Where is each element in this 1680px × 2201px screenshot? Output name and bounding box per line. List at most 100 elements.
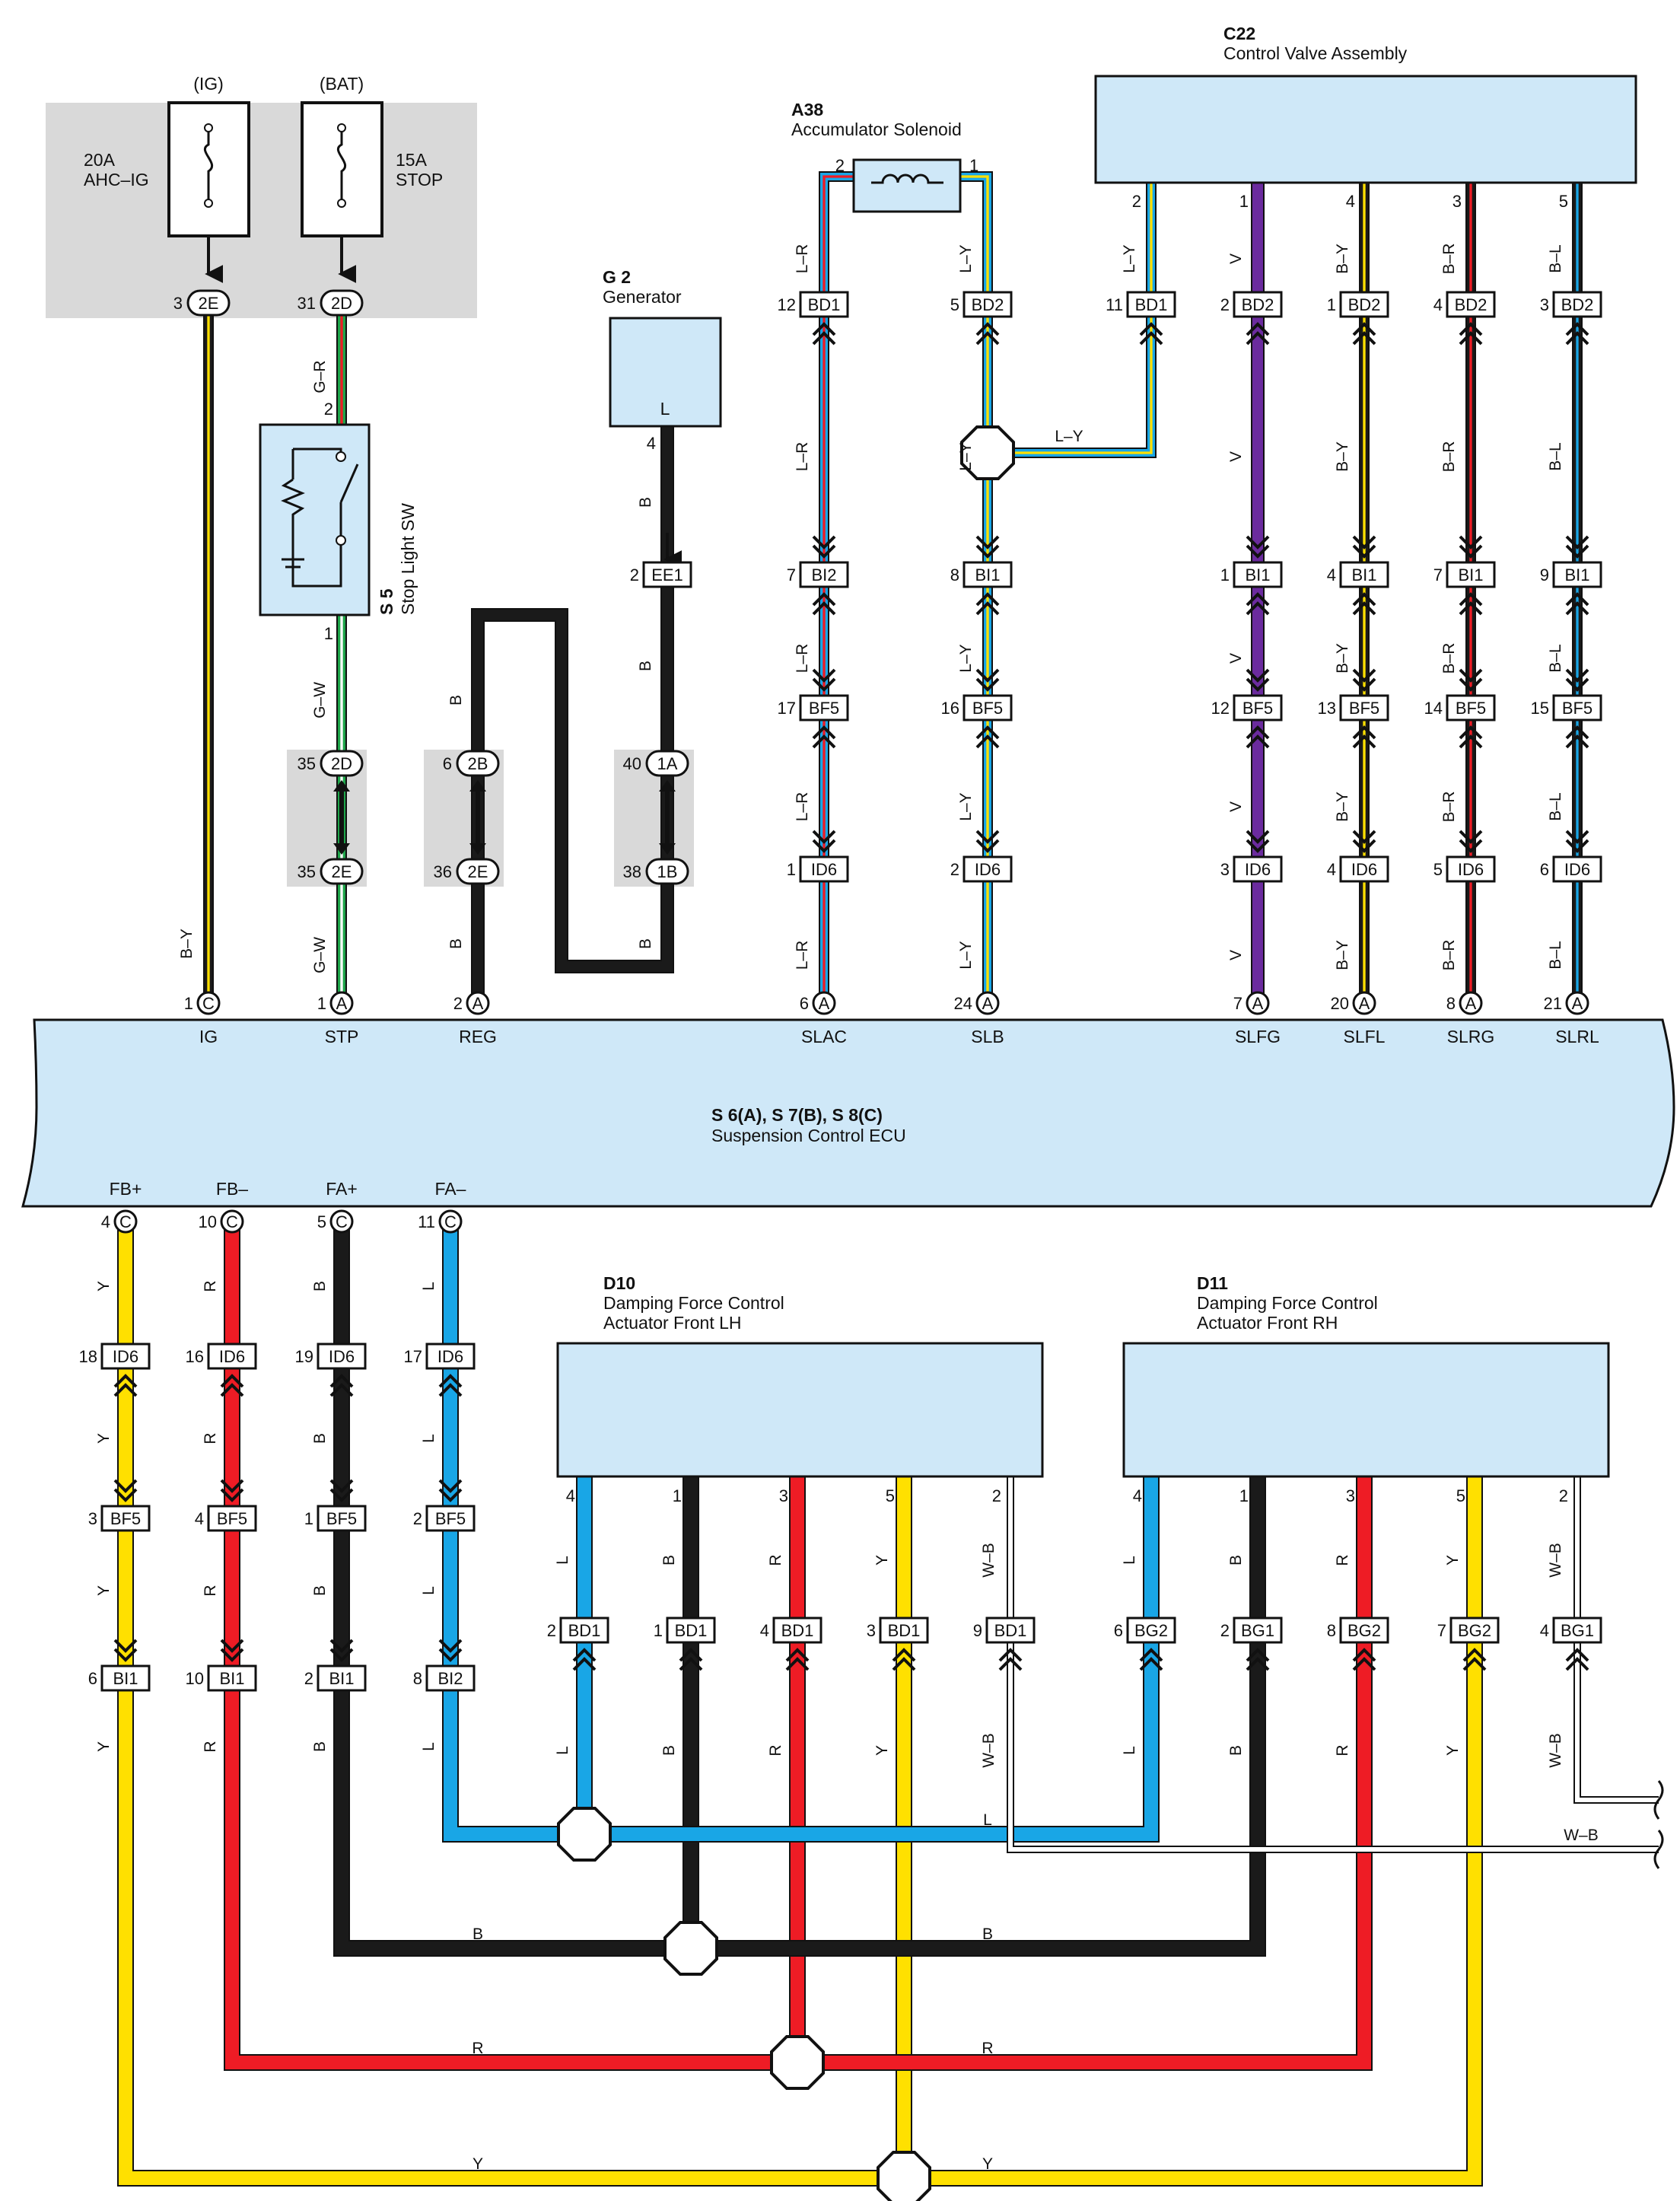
- slrl-chev-2-2: [1565, 734, 1589, 749]
- slfg-chev-1-2: [1246, 601, 1270, 616]
- slrl-conn-3-code: ID6: [1564, 860, 1590, 879]
- fuse-bat-source: (BAT): [320, 74, 364, 94]
- joint-2-bottom-code: 1B: [657, 862, 678, 881]
- accumulator-pin-left: 2: [835, 156, 845, 175]
- generator-code: G 2: [603, 267, 631, 287]
- wire-wb-d10-outline: [1007, 1476, 1659, 1853]
- wc-d10-4-a: W–B: [980, 1543, 998, 1578]
- slfl-conn-1-code: BI1: [1351, 565, 1376, 584]
- d10-conn-2-box: [772, 1617, 822, 1644]
- splice-l: [557, 1807, 612, 1862]
- slrg-chev-0-2: [1459, 331, 1483, 346]
- wire-fbm: [225, 1218, 804, 2069]
- wc-col-5-1: B–L: [1547, 442, 1564, 470]
- actuator-d10-box: [556, 1342, 1044, 1478]
- wc-d11-4-b: W–B: [1547, 1733, 1564, 1768]
- ecu-bottom-term-1-circle: [220, 1209, 244, 1234]
- ecu-top-label-1: STP: [325, 1027, 359, 1046]
- d10-conn-1-pin: 1: [654, 1621, 663, 1640]
- d10-chev-3-2: [892, 1657, 916, 1671]
- slfl-conn-2-box: [1339, 694, 1389, 721]
- slac-chev-0: [812, 322, 836, 336]
- c22-pin-ly: 2: [1132, 192, 1141, 211]
- fam-chev-0-2: [438, 1383, 463, 1397]
- wc-fbp-0: Y: [95, 1281, 113, 1292]
- wc-col-1-1: L–Y: [957, 442, 975, 470]
- fbm-conn-0-box: [207, 1343, 257, 1370]
- wire-y-rh: [904, 1476, 1481, 2185]
- slb-chev-1-2: [975, 601, 1000, 616]
- c22-pin-3: 5: [1559, 192, 1568, 211]
- ee1-code: EE1: [651, 565, 683, 584]
- wc-col-5-4: B–L: [1547, 941, 1564, 969]
- d11-act-pin-1: 1: [1239, 1486, 1249, 1505]
- ecu-top-term-6-circle: [1352, 991, 1376, 1015]
- joint-1-up: [469, 780, 486, 792]
- actuator-d10-code: D10: [603, 1273, 635, 1293]
- slac-chev-1: [812, 592, 836, 607]
- wire-r-rh: [797, 1476, 1371, 2069]
- ecu-top-term-5-pin: 7: [1233, 994, 1242, 1013]
- d11-conn-3-code: BG2: [1458, 1621, 1491, 1640]
- wc-fap-1: B: [311, 1433, 329, 1444]
- joint-1-down: [469, 843, 486, 855]
- d11-conn-4-pin: 4: [1540, 1621, 1549, 1640]
- ecu-top-label-3: SLAC: [801, 1027, 847, 1046]
- wc-l-h: L: [983, 1811, 992, 1829]
- slfl-conn-1-pin: 4: [1327, 565, 1336, 584]
- ecu-top-term-1-circle: [329, 991, 354, 1015]
- slfl-chev-0: [1352, 322, 1376, 336]
- wc-d10-1-b: B: [660, 1745, 678, 1756]
- fbp-chevd-1-2: [113, 1479, 138, 1493]
- ecu-top-label-7: SLRG: [1447, 1027, 1495, 1046]
- slrg-conn-3-pin: 5: [1433, 860, 1443, 879]
- wc-fbp-3: Y: [95, 1741, 113, 1752]
- ecu-bottom-term-2-code: C: [336, 1212, 348, 1231]
- d11-chev-4: [1565, 1648, 1589, 1662]
- slfg-chev-2-2: [1246, 734, 1270, 749]
- c22-pin-2: 3: [1452, 192, 1462, 211]
- wc-col-5-2: B–L: [1547, 644, 1564, 672]
- ecu-top-term-0-circle: [196, 991, 221, 1015]
- slb-chevd-2: [975, 677, 1000, 692]
- actuator-d11-name1: Damping Force Control: [1197, 1293, 1378, 1313]
- wc-col-3-4: B–Y: [1334, 940, 1351, 970]
- slfl-chev-0-2: [1352, 331, 1376, 346]
- fuse-bat: [301, 101, 383, 237]
- slb-chev-0: [975, 322, 1000, 336]
- ecu-top-term-0-pin: 1: [184, 994, 193, 1013]
- slrg-conn-0-pin: 4: [1433, 295, 1443, 314]
- slfl-chev-2-2: [1352, 734, 1376, 749]
- slfg-chevd-2-2: [1246, 668, 1270, 683]
- stop-light-sw-name: Stop Light SW: [398, 503, 418, 615]
- joint-1-bottom-code: 2E: [468, 862, 488, 881]
- fam-chevd-2: [438, 1648, 463, 1662]
- ecu-top-label-8: SLRL: [1555, 1027, 1599, 1046]
- wc-d10-0-b: L: [554, 1746, 571, 1755]
- wc-stp-2: G–W: [311, 937, 329, 973]
- d11-chev-0-2: [1139, 1657, 1163, 1671]
- wire-slac-stripe: [822, 175, 854, 1008]
- fbm-conn-1-box: [207, 1505, 257, 1532]
- slrg-chev-2-2: [1459, 734, 1483, 749]
- wc-d11-3-a: Y: [1444, 1555, 1462, 1566]
- c22-ly-conn-code: BD1: [1135, 295, 1168, 314]
- ecu-top-term-2-code: A: [473, 994, 484, 1013]
- slb-chev-2: [975, 725, 1000, 740]
- fbp-conn-1-box: [100, 1505, 151, 1532]
- slrl-conn-1-code: BI1: [1564, 565, 1589, 584]
- wire-wb-d11: [1575, 1476, 1659, 1802]
- slrg-conn-0-box: [1446, 291, 1496, 318]
- fam-conn-1-box: [425, 1505, 476, 1532]
- wc-col-2-4: V: [1227, 950, 1245, 960]
- fap-conn-2-box: [317, 1664, 367, 1692]
- slb-conn-0-pin: 5: [950, 295, 959, 314]
- wc-d10-3-b: Y: [873, 1745, 891, 1756]
- fbm-conn-1-code: BF5: [217, 1509, 247, 1528]
- slac-chevd-2: [812, 677, 836, 692]
- wc-col-4-3: B–R: [1440, 792, 1458, 823]
- wc-col-4-4: B–R: [1440, 940, 1458, 971]
- d10-conn-1-box: [666, 1617, 716, 1644]
- fuse-bat-conn-code: 2D: [331, 294, 352, 313]
- slrl-conn-0-pin: 3: [1540, 295, 1549, 314]
